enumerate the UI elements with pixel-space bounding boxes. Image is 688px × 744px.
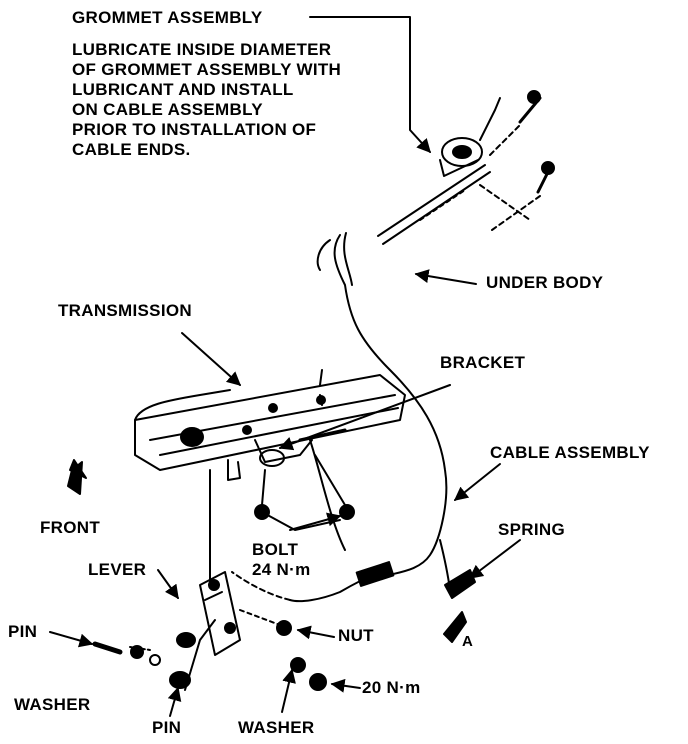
- lever-label: LEVER: [88, 560, 147, 579]
- spring-label: SPRING: [498, 520, 565, 539]
- bolt-drawing: [254, 504, 355, 531]
- view-a-label: A: [462, 633, 474, 650]
- front-arrow: [67, 459, 87, 495]
- washer-bottom-label: WASHER: [238, 718, 315, 737]
- pin-bottom-label: PIN: [152, 718, 182, 737]
- transmission-drawing: [134, 369, 406, 506]
- note-line: OF GROMMET ASSEMBLY WITH: [72, 60, 342, 79]
- note-line: LUBRICATE INSIDE DIAMETER: [72, 40, 332, 59]
- grommet-assembly-drawing: [377, 90, 555, 245]
- washer-left-label: WASHER: [14, 695, 91, 714]
- transmission-leader: [181, 332, 242, 386]
- cable-assembly-leader: [453, 463, 501, 501]
- lever-drawing: [157, 469, 281, 691]
- bolt-torque-label: 24 N·m: [252, 560, 311, 579]
- pin-left-label: PIN: [8, 622, 38, 641]
- bracket-label: BRACKET: [440, 353, 526, 372]
- under-body-label: UNDER BODY: [486, 273, 604, 292]
- bottom-leaders: [167, 668, 296, 717]
- spring-leader: [468, 539, 521, 579]
- note-line: CABLE ENDS.: [72, 140, 191, 159]
- note-line: ON CABLE ASSEMBLY: [72, 100, 263, 119]
- grommet-leader: [309, 16, 431, 154]
- lubrication-note: LUBRICATE INSIDE DIAMETER OF GROMMET ASS…: [72, 40, 341, 160]
- cable-assembly-label: CABLE ASSEMBLY: [490, 443, 650, 462]
- nut-drawing: [276, 620, 361, 693]
- cable-assembly-drawing: [231, 232, 476, 603]
- front-label: FRONT: [40, 518, 101, 537]
- note-line: LUBRICANT AND INSTALL: [72, 80, 294, 99]
- nut-torque-label: 20 N·m: [362, 678, 421, 697]
- transmission-label: TRANSMISSION: [58, 301, 192, 320]
- under-body-leader: [414, 269, 477, 285]
- note-line: PRIOR TO INSTALLATION OF: [72, 120, 317, 139]
- grommet-assembly-label: GROMMET ASSEMBLY: [72, 8, 263, 27]
- bolt-label: BOLT: [252, 540, 299, 559]
- pin-washer-left-drawing: [49, 631, 161, 666]
- nut-label: NUT: [338, 626, 374, 645]
- view-a-arrow: [443, 611, 467, 643]
